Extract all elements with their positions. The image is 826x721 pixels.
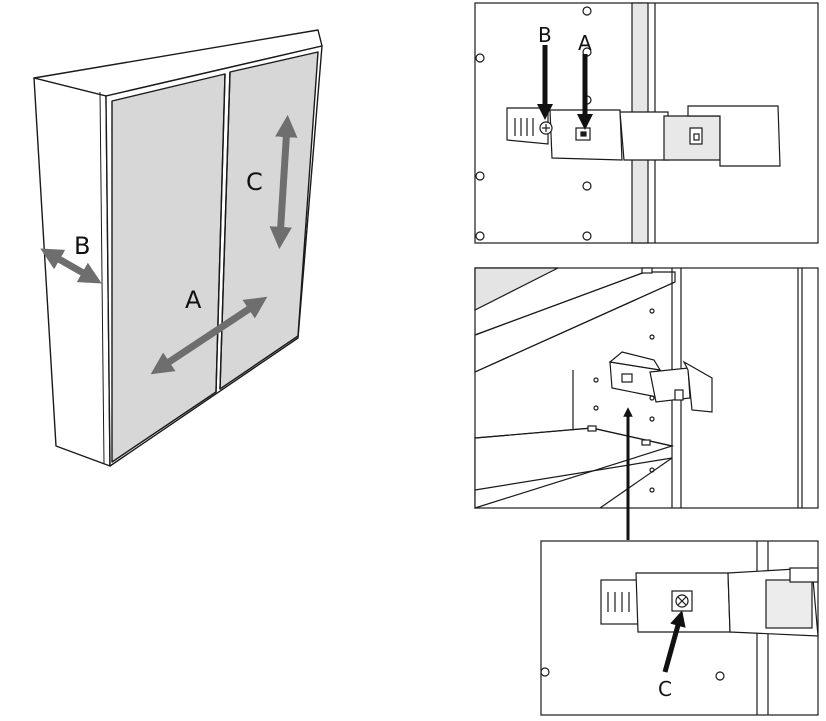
cabinet-label-c: C: [246, 168, 263, 196]
detail-top-arrows: [536, 45, 594, 131]
arrow-c-screw: [662, 610, 686, 673]
hinge-zoom: [600, 567, 819, 637]
hinge-detail-top: [474, 2, 819, 244]
right-door: [219, 51, 319, 390]
cabinet-label-b: B: [74, 232, 90, 260]
hinge-detail-zoom: [540, 540, 819, 716]
hinge-detail-interior: [474, 267, 819, 509]
arrow-b-side: [40, 248, 102, 284]
arrow-a-depth: [150, 296, 268, 375]
detail-top-label-b: B: [538, 23, 552, 47]
detail-top-label-a: A: [578, 31, 592, 55]
arrow-c-height: [269, 114, 298, 250]
cabinet-label-a: A: [185, 286, 202, 314]
hinge-interior: [608, 351, 713, 413]
cabinet-side-panel: [33, 77, 111, 467]
cabinet-adjust-arrows: [40, 114, 298, 375]
left-door: [111, 73, 226, 463]
detail-zoom-label-c: C: [658, 677, 672, 701]
